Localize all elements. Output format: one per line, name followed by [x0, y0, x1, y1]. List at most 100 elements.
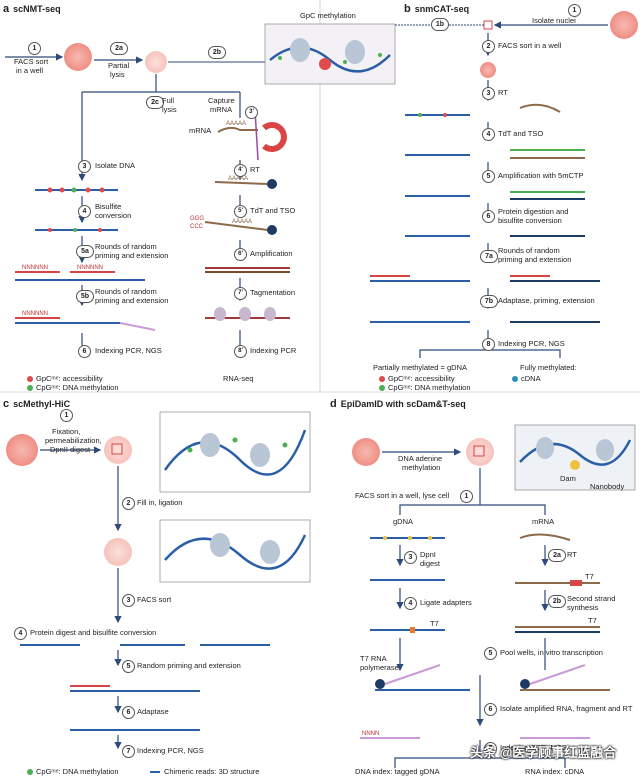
c-step-1-label2: permeabilization,	[45, 436, 102, 445]
panel-c-letter: c	[3, 398, 10, 410]
epidamid-inset	[514, 424, 636, 491]
d-step-2b-label2: synthesis	[567, 603, 599, 612]
a-step-2c-label1: Full	[162, 96, 175, 105]
a-step-4-label2: conversion	[95, 211, 132, 220]
d-t7rna-label2: polymerase	[360, 663, 399, 672]
panel-c-title: scMethyl-HiC	[13, 399, 71, 409]
gpc-methylation-inset	[264, 23, 396, 85]
b-legend-gpc: GpCᵐᵉ: accessibility	[388, 374, 455, 383]
a-step-4-badge: 4	[78, 205, 91, 218]
rnaseq-label: RNA-seq	[223, 374, 254, 383]
a-step-2b-badge: 2b	[208, 46, 226, 59]
a-step-2a-badge: 2a	[110, 42, 128, 55]
dna-strand-a2	[35, 228, 118, 232]
b-step-2-label: FACS sort in a well	[498, 41, 562, 50]
d-t7rna-label1: T7 RNA	[360, 654, 387, 663]
b-step-1-label: Isolate nuclei	[532, 16, 576, 25]
b-step-3-label: RT	[498, 88, 508, 97]
d-nanobody-label: Nanobody	[590, 482, 625, 491]
d-dam-label2: methylation	[402, 463, 441, 472]
b-step-1-badge: 1	[568, 4, 581, 17]
b-step-6-badge: 6	[482, 210, 495, 223]
mrna-label-a: mRNA	[189, 126, 212, 135]
b-step-7a-label2: priming and extension	[498, 255, 572, 264]
a-step-8p-label: Indexing PCR	[250, 346, 297, 355]
polya-a3: AAAAA	[232, 219, 253, 225]
a-step-5a-badge: 5a	[76, 245, 94, 258]
panel-a-letter: a	[3, 3, 10, 15]
a-step-5b-label2: priming and extension	[95, 296, 169, 305]
b-cdna: cDNA	[521, 374, 541, 383]
b-step-6-label1: Protein digestion and	[498, 207, 569, 216]
b-step-5-label: Amplification with 5mCTP	[498, 171, 584, 180]
panel-d-title: EpiDamID with scDam&T-seq	[340, 399, 466, 409]
d-output-dna: DNA index: tagged gDNA	[355, 767, 440, 776]
a-step-5b-label1: Rounds of random	[95, 287, 157, 296]
d-t7-a: T7	[585, 572, 594, 581]
gpc-methylation-label: GpC methylation	[300, 11, 356, 20]
a-step-6-badge: 6	[78, 345, 91, 358]
panel-b-title: snmCAT-seq	[414, 4, 470, 14]
a-step-1-label2: in a well	[16, 66, 44, 75]
a-step-3p-badge: 3'	[245, 106, 258, 119]
d-dam-protein-label: Dam	[560, 474, 576, 483]
a-step-7p-label: Tagmentation	[250, 288, 296, 297]
d-step-5-badge: 5	[484, 647, 497, 660]
dna-strand-a1	[35, 187, 118, 193]
b-step-7b-badge: 7b	[480, 295, 498, 308]
a-step-6p-badge: 6'	[234, 248, 247, 261]
a-step-1-label1: FACS sort	[14, 57, 49, 66]
a-ggg: GGG	[190, 216, 205, 222]
partial-lysis-cell-a	[145, 51, 167, 73]
panel-a-title: scNMT-seq	[13, 4, 61, 14]
a-step-2c-badge: 2c	[146, 96, 164, 109]
d-gdna-label: gDNA	[393, 517, 414, 526]
capture-mrna-label1: Capture	[208, 96, 235, 105]
a-step-5p-badge: 5'	[234, 205, 247, 218]
b-step-4-label: TdT and TSO	[498, 129, 544, 138]
b-step-1b-badge: 1b	[431, 18, 449, 31]
a-step-7p-badge: 7'	[234, 287, 247, 300]
polya-a2: AAAAA	[228, 176, 249, 182]
b-step-5-badge: 5	[482, 170, 495, 183]
capture-mrna-label2: mRNA	[210, 105, 233, 114]
a-ccc: CCC	[190, 224, 203, 230]
c-legend-cpg: CpGᵐᵉ: DNA methylation	[36, 767, 119, 776]
d-nnnn: NNNN	[362, 731, 380, 737]
panel-d-letter: d	[330, 398, 337, 410]
c-step-2-label: Fill in, ligation	[137, 498, 183, 507]
a-legend-gpc: GpCᵐᵉ: accessibility	[36, 374, 103, 383]
a-legend-cpg: CpGᵐᵉ: DNA methylation	[36, 383, 119, 392]
d-step-6-badge: 6	[484, 703, 497, 716]
c-legend-chimeric: Chimeric reads: 3D structure	[164, 767, 260, 776]
a-step-8p-badge: 8'	[234, 345, 247, 358]
a-step-4p-badge: 4'	[234, 164, 247, 177]
d-step-2b-label1: Second strand	[567, 594, 616, 603]
dna-strand-b1	[405, 113, 470, 117]
d-step-6-label: Isolate amplified RNA, fragment and RT	[500, 704, 633, 713]
d-step-7-badge: 7	[484, 742, 497, 755]
chromatin-inset-1	[159, 411, 311, 493]
a-step-5a-label2: priming and extension	[95, 251, 169, 260]
a-nnn-2: NNNNNN	[77, 265, 103, 271]
b-step-7a-badge: 7a	[480, 250, 498, 263]
d-step-5-label: Pool wells, in vitro transcription	[500, 648, 603, 657]
d-output-rna: RNA index: cDNA	[525, 767, 585, 776]
c-step-1-label1: Fixation,	[52, 427, 81, 436]
a-step-5p-label: TdT and TSO	[250, 206, 296, 215]
a-step-4-label1: Bisulfite	[95, 202, 122, 211]
c-step-7-label: Indexing PCR, NGS	[137, 746, 204, 755]
a-step-3-badge: 3	[78, 160, 91, 173]
a-step-4p-label: RT	[250, 165, 260, 174]
polya-a1: AAAAA	[226, 121, 247, 127]
b-step-6-label2: bisulfite conversion	[498, 216, 562, 225]
d-step-2a-label: RT	[567, 550, 577, 559]
d-step-3-label2: digest	[420, 559, 441, 568]
d-t7-c: T7	[588, 616, 597, 625]
d-step-1-label: FACS sort in a well, lyse cell	[355, 491, 450, 500]
cell-d	[352, 438, 380, 466]
d-t7-b: T7	[430, 619, 439, 628]
a-step-6p-label: Amplification	[250, 249, 293, 258]
a-step-6-label: Indexing PCR, NGS	[95, 346, 162, 355]
